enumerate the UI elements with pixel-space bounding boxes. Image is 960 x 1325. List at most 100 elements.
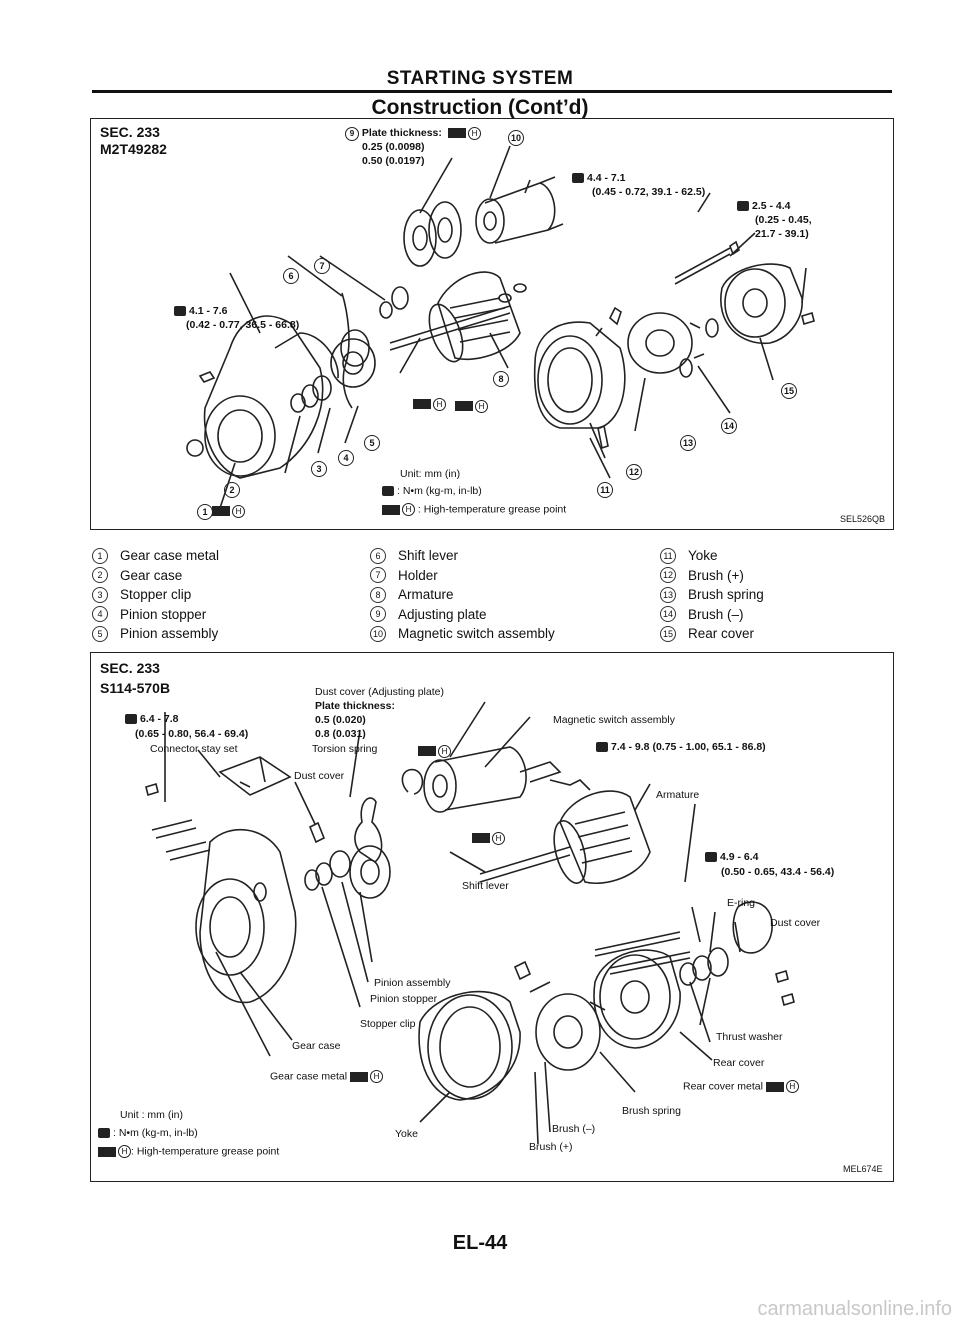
grease-point-icon: [349, 1071, 368, 1082]
fig2-brush-spring: Brush spring: [622, 1105, 681, 1117]
figure-2-frame: [90, 652, 894, 1182]
figure-1-drawing: [186, 145, 815, 509]
grease-point-icon: [765, 1081, 784, 1092]
figure-2-drawing: [145, 701, 795, 1145]
grease-point-icon: [455, 401, 473, 411]
fig2-plate-label: Plate thickness:: [315, 700, 395, 712]
page-number: EL-44: [452, 1232, 508, 1254]
grease-h-icon: H: [369, 1070, 383, 1083]
fig2-case-torque-1: 6.4 - 7.8: [125, 713, 179, 726]
fig1-case-torque-2: (0.42 - 0.77, 36.5 - 66.8): [186, 319, 300, 331]
fig1-bolt-torque-1: 2.5 - 4.4: [737, 200, 791, 213]
callout-10: 10: [508, 130, 524, 146]
fig1-sec: SEC. 233: [100, 124, 160, 140]
grease-h-icon: H: [492, 832, 505, 845]
fig2-armature: Armature: [656, 789, 700, 801]
grease-h-icon: H: [475, 400, 488, 413]
fig2-rear-cover: Rear cover: [713, 1057, 765, 1069]
fig1-grease-note: H : High-temperature grease point: [382, 503, 566, 516]
grease-h-icon: H: [438, 745, 451, 758]
fig1-model: M2T49282: [100, 141, 167, 157]
callout-5: 5: [364, 435, 380, 451]
fig2-pinion-stopper: Pinion stopper: [370, 993, 438, 1005]
fig1-case-torque-1: 4.1 - 7.6: [174, 305, 228, 318]
fig1-switch-torque-2: (0.45 - 0.72, 39.1 - 62.5): [592, 186, 706, 198]
fig2-torque-unit: : N•m (kg-m, in-lb): [98, 1127, 198, 1140]
fig2-code: MEL674E: [843, 1164, 883, 1174]
fig2-unit: Unit : mm (in): [120, 1109, 183, 1121]
torque-wrench-icon: [737, 201, 749, 212]
fig2-stopper-clip: Stopper clip: [360, 1018, 416, 1030]
section-title: STARTING SYSTEM: [386, 68, 574, 89]
torque-wrench-icon: [174, 306, 186, 317]
fig2-bolt-torque-1: 4.9 - 6.4: [705, 851, 759, 864]
grease-h-icon: H: [232, 505, 245, 518]
callout-4: 4: [338, 450, 354, 466]
fig2-case-torque-2: (0.65 - 0.80, 56.4 - 69.4): [135, 728, 249, 740]
fig2-grease-note: H: High-temperature grease point: [98, 1145, 279, 1158]
grease-h-icon: H: [402, 503, 415, 516]
fig2-plate-2: 0.8 (0.031): [315, 728, 366, 740]
torque-wrench-icon: [98, 1128, 110, 1139]
torque-wrench-icon: [705, 852, 717, 863]
fig2-model: S114-570B: [100, 680, 171, 696]
fig1-torque-unit: : N•m (kg-m, in-lb): [382, 485, 482, 498]
title-rule: [92, 90, 892, 93]
fig2-rear-cover-metal: Rear cover metal H: [683, 1080, 799, 1093]
fig2-gear-case-metal: Gear case metal H: [270, 1070, 383, 1083]
fig2-connector: Connector stay set: [150, 743, 238, 755]
callout-6: 6: [283, 268, 299, 284]
watermark: carmanualsonline.info: [757, 1298, 952, 1320]
fig2-pinion-assembly: Pinion assembly: [374, 977, 451, 989]
fig2-brush-plus: Brush (+): [529, 1141, 573, 1153]
fig2-sec: SEC. 233: [100, 660, 160, 676]
grease-point-icon: [413, 399, 431, 409]
grease-h-icon: H: [468, 127, 481, 140]
fig2-gear-case: Gear case: [292, 1040, 341, 1052]
callout-15: 15: [781, 383, 797, 399]
fig2-dust-cover-adj: Dust cover (Adjusting plate): [315, 686, 444, 698]
fig1-bolt-torque-2: (0.25 - 0.45,: [755, 214, 812, 226]
fig1-unit: Unit: mm (in): [400, 468, 461, 480]
torque-wrench-icon: [572, 173, 584, 184]
callout-3: 3: [311, 461, 327, 477]
fig1-bolt-torque-3: 21.7 - 39.1): [755, 228, 809, 240]
fig1-code: SEL526QB: [840, 514, 886, 524]
grease-point-icon: [98, 1146, 116, 1157]
fig2-shift-lever: Shift lever: [462, 880, 509, 892]
grease-h-icon: H: [433, 398, 446, 411]
fig2-e-ring: E-ring: [727, 897, 756, 909]
callout-1: 1: [197, 504, 213, 520]
callout-13: 13: [680, 435, 696, 451]
grease-h-icon: H: [785, 1080, 799, 1093]
torque-wrench-icon: [596, 742, 608, 753]
callout-2: 2: [224, 482, 240, 498]
fig1-plate-1: 0.25 (0.0098): [362, 141, 425, 153]
fig2-switch-torque: 7.4 - 9.8 (0.75 - 1.00, 65.1 - 86.8): [596, 741, 766, 754]
grease-point-icon: [448, 128, 466, 138]
callout-11: 11: [597, 482, 613, 498]
callout-12: 12: [626, 464, 642, 480]
callout-8: 8: [493, 371, 509, 387]
page-title: Construction (Cont’d): [371, 96, 589, 119]
fig2-brush-minus: Brush (–): [552, 1123, 596, 1135]
torque-wrench-icon: [125, 714, 137, 725]
fig2-magnetic-switch: Magnetic switch assembly: [553, 714, 675, 726]
